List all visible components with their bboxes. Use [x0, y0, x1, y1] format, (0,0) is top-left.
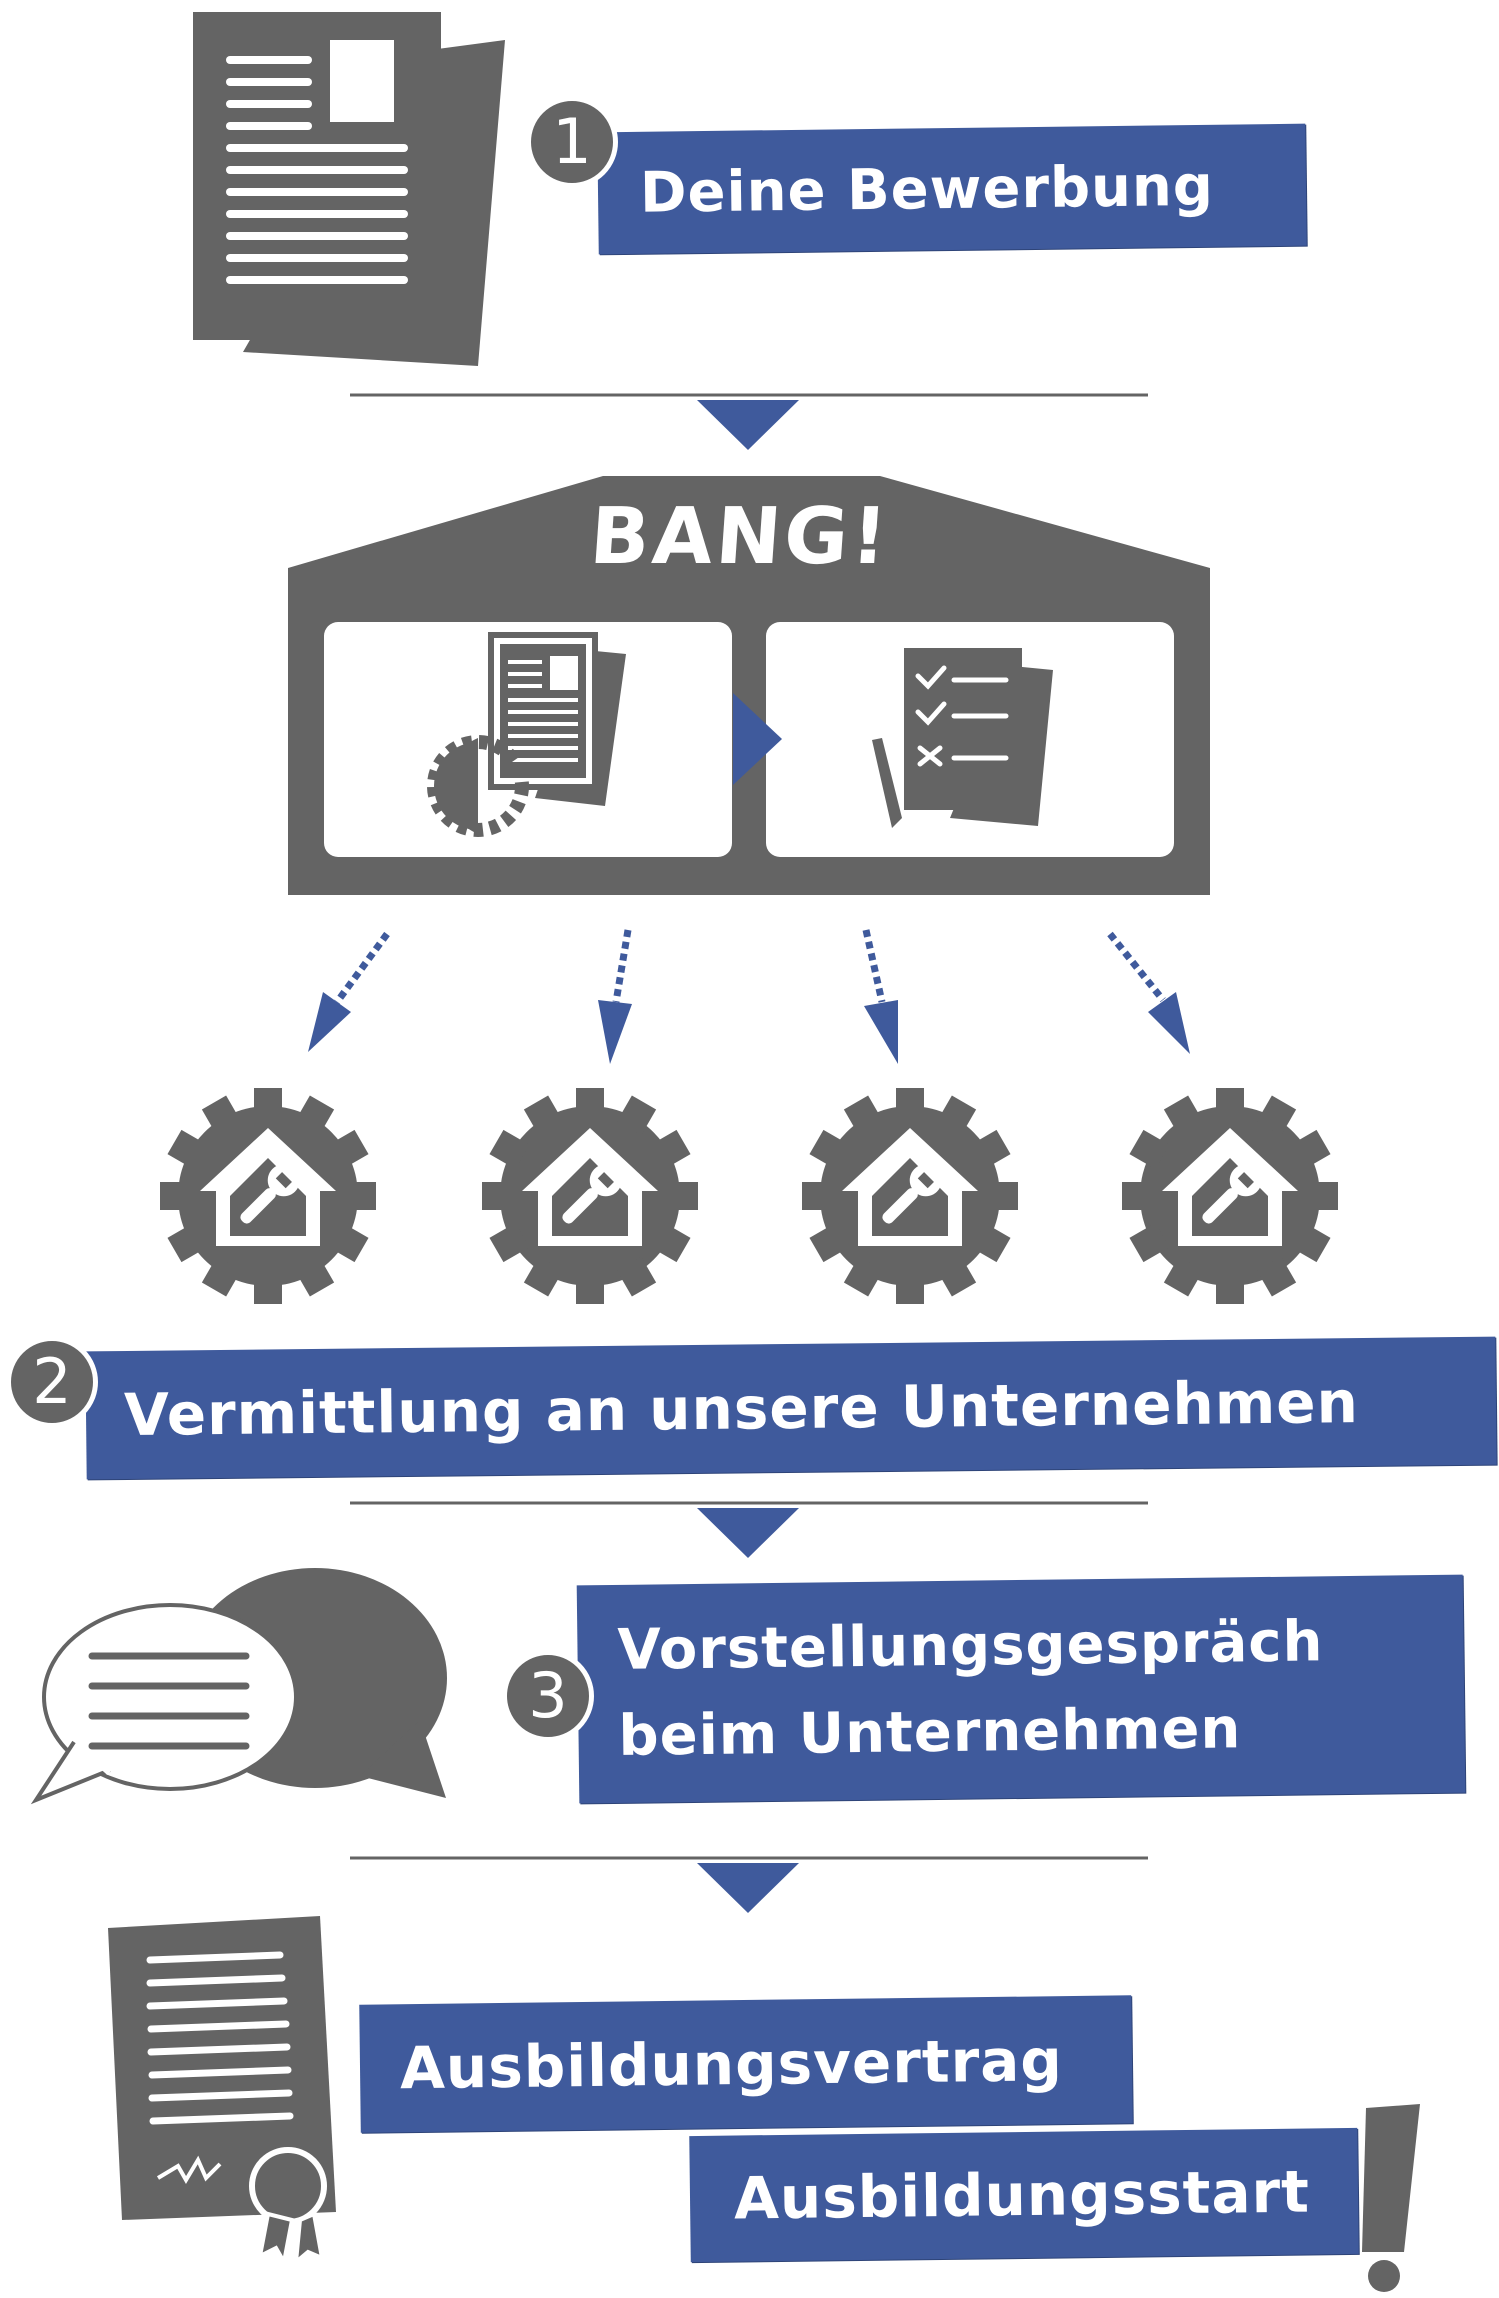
- step-1-banner: Deine Bewerbung: [597, 123, 1307, 255]
- distribution-arrows: [308, 929, 1190, 1064]
- step-2-banner: Vermittlung an unsere Unternehmen: [85, 1336, 1497, 1480]
- company-gear-house-icon: [482, 1088, 698, 1304]
- company-gear-house-icon: [1122, 1088, 1338, 1304]
- start-label: Ausbildungsstart: [733, 2157, 1311, 2233]
- document-gear-icon: [427, 632, 626, 837]
- start-banner: Ausbildungsstart: [689, 2127, 1359, 2263]
- agency-name: BANG!: [586, 492, 893, 582]
- step-3-banner: Vorstellungsgespräch beim Unternehmen: [576, 1574, 1466, 1804]
- arrow-down-icon: [697, 1508, 799, 1558]
- contract-label: Ausbildungsvertrag: [399, 2026, 1064, 2103]
- checklist-icon: [872, 648, 1053, 828]
- step-3-label-line2: beim Unternehmen: [618, 1696, 1242, 1769]
- company-gear-house-icon: [802, 1088, 1018, 1304]
- exclamation-icon: [1362, 2104, 1420, 2292]
- certificate-icon: [108, 1916, 336, 2268]
- step-2-label: Vermittlung an unsere Unternehmen: [123, 1368, 1360, 1449]
- process-arrow-icon: [733, 693, 782, 785]
- arrow-down-icon: [697, 1863, 799, 1913]
- step-1-number: 1: [526, 96, 618, 188]
- company-gear-house-icon: [160, 1088, 376, 1304]
- step-1-label: Deine Bewerbung: [639, 153, 1215, 226]
- document-stack-icon: [193, 12, 505, 366]
- arrow-down-icon: [697, 400, 799, 450]
- step-3-number: 3: [502, 1650, 594, 1742]
- chat-bubbles-icon: [30, 1568, 447, 1805]
- contract-banner: Ausbildungsvertrag: [359, 1995, 1133, 2133]
- step-3-label-line1: Vorstellungsgespräch: [617, 1609, 1324, 1683]
- step-2-number: 2: [6, 1336, 98, 1428]
